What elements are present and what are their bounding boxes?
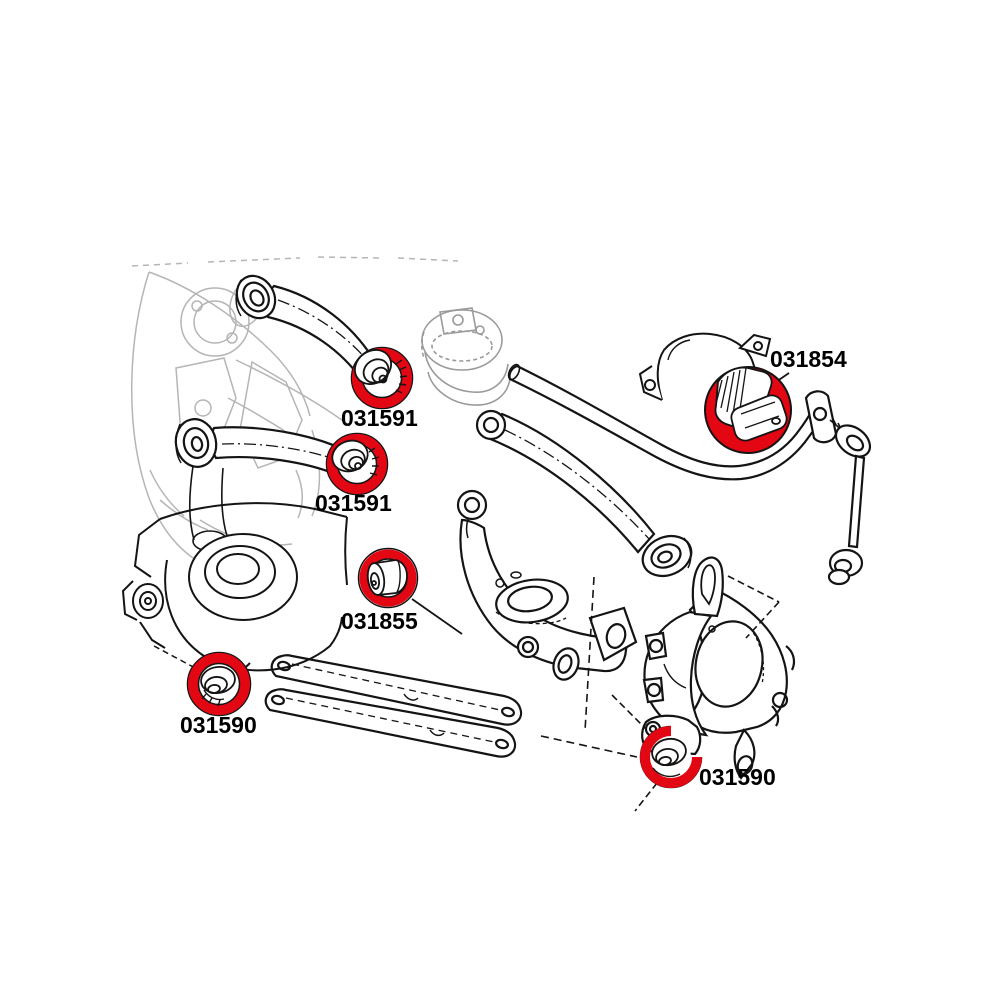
lower-control-arm (456, 489, 638, 681)
trailing-arms (264, 654, 523, 758)
upper-camber-arm-rear (174, 418, 353, 552)
upper-camber-arm-front (235, 274, 374, 383)
part-label-031591-lower: 031591 (315, 490, 392, 516)
stabilizer-end-link (804, 390, 872, 586)
part-label-031591-upper: 031591 (341, 405, 418, 431)
red-highlight-031591-upper (350, 346, 414, 410)
toe-arm (475, 409, 693, 578)
differential-mount (121, 502, 348, 682)
red-highlight-031590-right (639, 725, 703, 789)
red-highlight-031855 (357, 547, 419, 609)
part-label-031590-right: 031590 (699, 764, 776, 790)
red-highlight-031854 (704, 366, 792, 454)
red-highlight-031590-left (186, 651, 252, 717)
red-highlight-031591-lower (325, 432, 389, 496)
part-label-031590-left: 031590 (180, 712, 257, 738)
subframe-mount (420, 307, 511, 406)
part-label-031855: 031855 (341, 608, 418, 634)
red-highlights (186, 346, 792, 789)
part-label-031854: 031854 (770, 346, 847, 372)
stabilizer-bar-bracket (638, 332, 772, 401)
wheel-knuckle (641, 556, 796, 780)
